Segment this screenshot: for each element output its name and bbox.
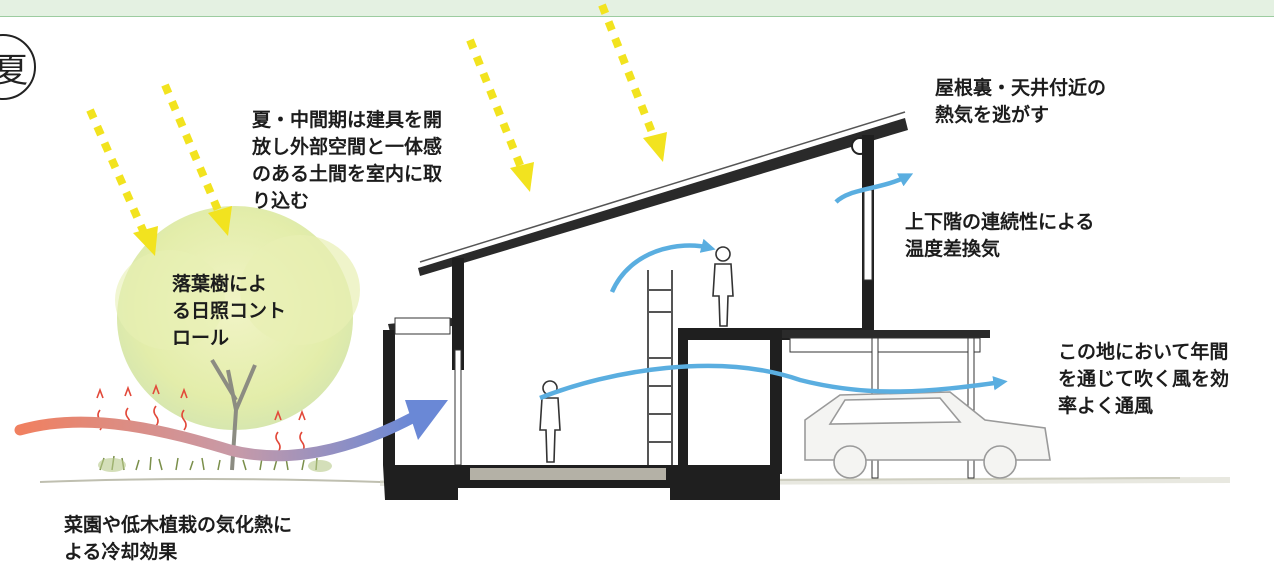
sun-ray-4: [598, 3, 667, 162]
top-banner: [0, 0, 1274, 17]
roof-heat-label: 屋根裏・天井付近の 熱気を逃がす: [935, 77, 1107, 126]
prevailing-wind-label: この地において年間 を通じて吹く風を効 率よく通風: [1058, 341, 1230, 417]
sun-ray-2: [161, 83, 232, 236]
stack-ventilation-label: 上下階の連続性による 温度差換気: [905, 211, 1095, 260]
roof-exhaust-arrow: [834, 173, 914, 204]
airflow-arrows: [539, 173, 1008, 401]
roof: [418, 118, 908, 276]
cross-ventilation-arrow: [539, 363, 1008, 401]
stair: [647, 270, 673, 480]
heat-wave-5: [274, 409, 282, 453]
vegetable-garden: [98, 455, 332, 472]
heat-wave-6: [298, 409, 306, 453]
stack-ventilation-arrow: [609, 238, 716, 293]
cooling-breeze-arrow: [14, 400, 448, 462]
heat-wave-3: [152, 383, 160, 427]
shading-label: 夏・中間期は建具を開 放し外部空間と一体感 のある土間を室内に取 り込む: [252, 109, 443, 212]
house-section: [383, 111, 990, 500]
sun-ray-3: [466, 38, 534, 192]
sun-ray-1: [86, 108, 158, 256]
person-upper-floor: [712, 246, 734, 327]
parked-car: [804, 391, 1051, 479]
season-label: 夏: [0, 50, 28, 91]
heat-wave-4: [180, 387, 188, 431]
sun-rays: [86, 3, 667, 256]
evaporative-cooling-label: 菜園や低木植栽の気化熱に よる冷却効果: [64, 514, 293, 563]
deciduous-tree-label: 落葉樹によ る日照コント ロール: [172, 273, 287, 349]
deciduous-tree: [115, 206, 360, 471]
